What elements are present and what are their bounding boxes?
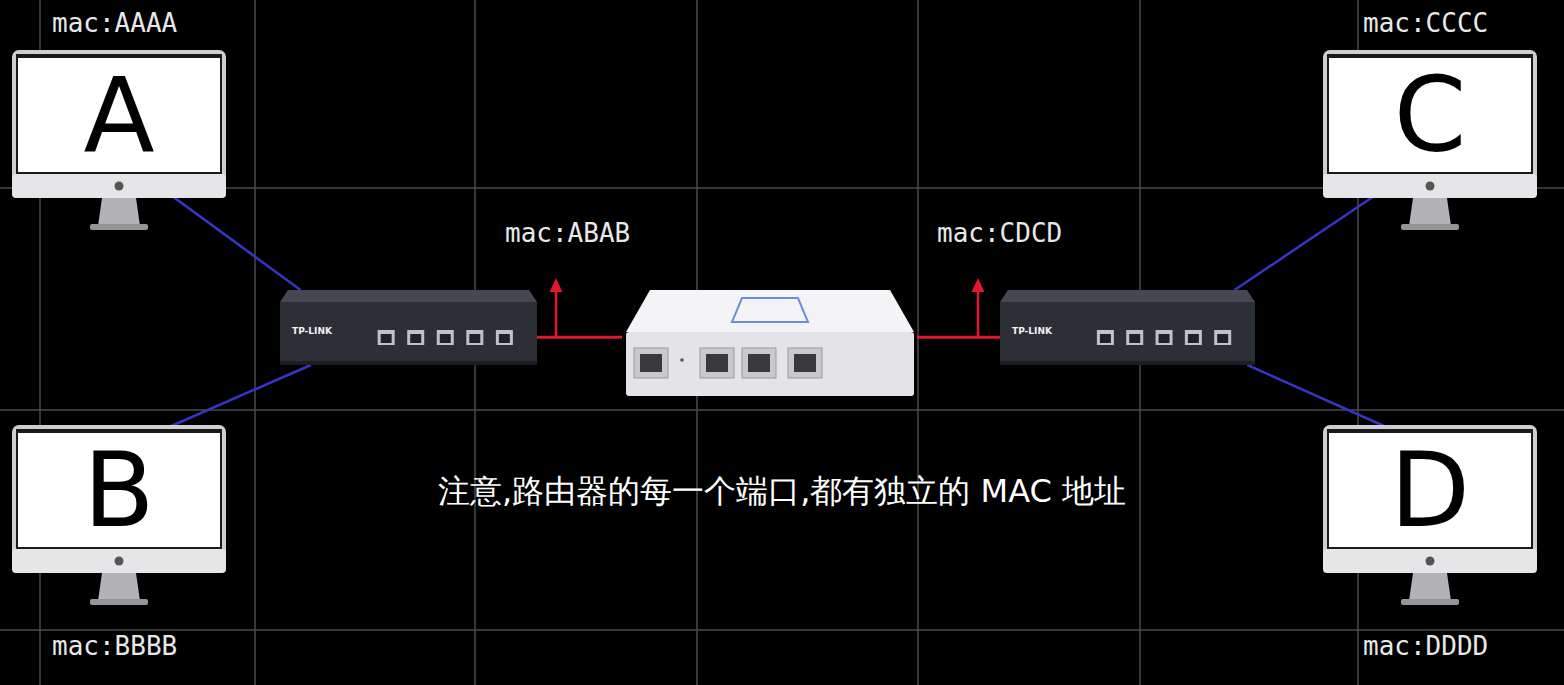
brand-logo: TP-LINK [1012,326,1052,337]
computer-screen: mac:AAAAA [18,58,220,172]
monitor-frame [12,50,226,230]
computer-letter: A [83,63,154,167]
ethernet-cable [155,365,310,433]
caption-text: 注意,路由器的每一个端口,都有独立的 MAC 地址 [0,470,1564,512]
mac-address: mac:ABAB [505,218,630,248]
computer-screen: Bmac:BBBB [18,433,220,547]
computer-letter: D [1390,438,1470,542]
router-link [917,336,1000,339]
monitor-frame [1323,50,1537,230]
computer-letter: C [1394,63,1467,167]
mac-address: mac:CCCC [1363,8,1488,38]
switch-device: TP-LINK [1000,290,1255,365]
mac-address: mac:AAAA [52,8,177,38]
router-device: mac:ABABmac:CDCD [622,290,917,400]
brand-logo: TP-LINK [292,326,332,337]
mac-address: mac:CDCD [937,218,1062,248]
computer-screen: mac:CCCCC [1329,58,1531,172]
ethernet-cable [1247,365,1399,433]
computer-letter: B [83,438,154,542]
monitor-frame [1323,425,1537,605]
mac-address: mac:DDDD [1363,631,1488,661]
computer-screen: Dmac:DDDD [1329,433,1531,547]
pointer-arrow [550,278,985,336]
mac-address: mac:BBBB [52,631,177,661]
monitor-frame [12,425,226,605]
router-body [622,290,917,400]
router-link [537,336,622,339]
switch-device: TP-LINK [280,290,537,365]
